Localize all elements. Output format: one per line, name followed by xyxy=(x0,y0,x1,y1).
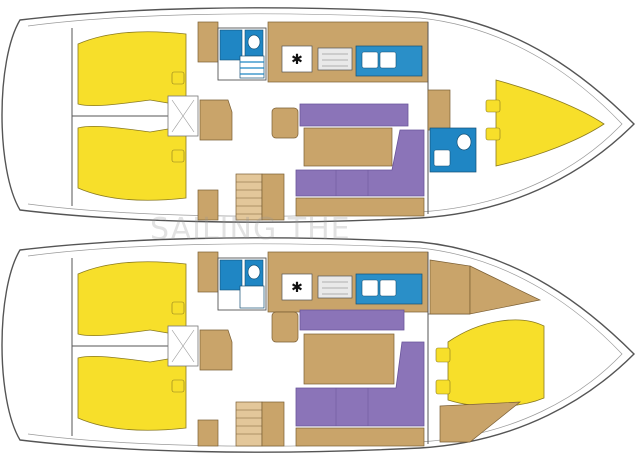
toilet-icon xyxy=(247,34,261,50)
galley: ✱ xyxy=(267,21,429,83)
settee-port xyxy=(299,309,405,331)
aft-berth-starboard xyxy=(77,125,187,201)
layout-a: ✱ xyxy=(1,7,635,223)
settee-starboard xyxy=(295,341,425,427)
aft-head xyxy=(217,257,267,311)
v-berth xyxy=(495,79,605,167)
forward-berth xyxy=(447,319,545,407)
forward-toilet-icon xyxy=(456,133,472,151)
saloon xyxy=(271,309,425,447)
forward-section xyxy=(427,22,605,214)
shower-icon xyxy=(239,55,265,79)
settee-port xyxy=(299,103,409,127)
aft-cabins xyxy=(71,28,199,206)
galley: ✱ xyxy=(267,251,429,313)
sink-icon xyxy=(361,51,379,69)
stove-icon: ✱ xyxy=(291,52,303,68)
sink-icon xyxy=(361,279,379,297)
toilet-icon xyxy=(247,264,261,280)
forward-cabin xyxy=(427,252,545,444)
companionway xyxy=(197,251,285,447)
companionway xyxy=(197,21,285,221)
saloon xyxy=(271,103,425,217)
layout-b: ✱ xyxy=(1,237,635,453)
aft-cabins xyxy=(71,258,199,436)
aft-berth-port xyxy=(77,31,187,107)
aft-berth-port xyxy=(77,261,187,337)
stove-icon: ✱ xyxy=(291,280,303,296)
settee-starboard xyxy=(295,129,425,197)
aft-head xyxy=(217,27,267,81)
aft-berth-starboard xyxy=(77,355,187,431)
